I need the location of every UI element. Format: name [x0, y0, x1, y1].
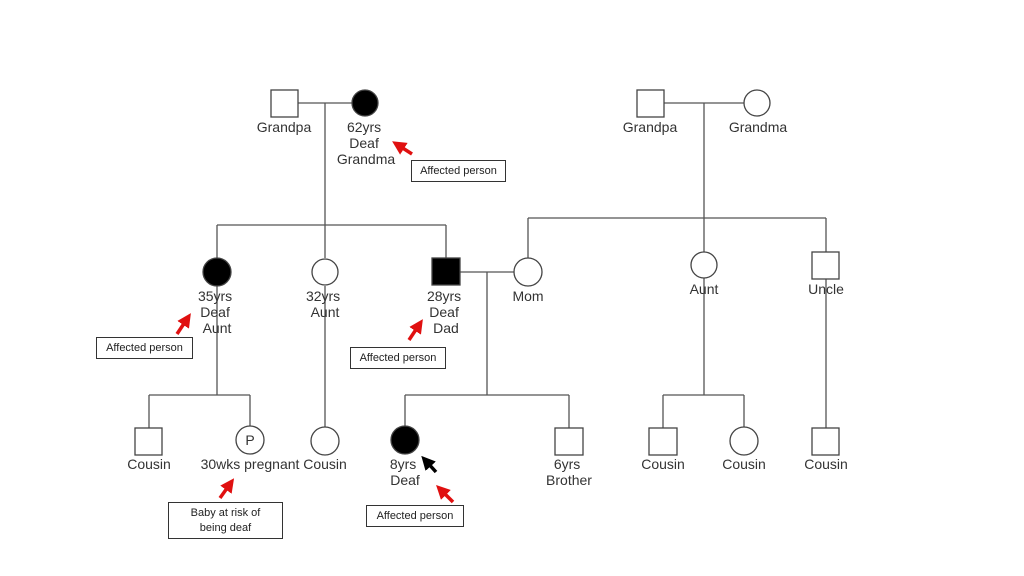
mat-grandma-symbol: [743, 89, 771, 117]
pat-grandma-label: 62yrs Deaf Grandma: [337, 119, 396, 167]
grandma-annotation-arrow: [392, 141, 413, 156]
mat-grandma-label: Grandma: [729, 119, 788, 135]
dad-symbol: [431, 257, 461, 286]
pregnant-cousin-symbol: [235, 425, 265, 455]
proband-annotation-arrow: [436, 485, 455, 504]
dad-affected-note: Affected person: [350, 347, 446, 369]
cousin3-symbol: [648, 427, 678, 456]
proband-label: 8yrs Deaf: [390, 456, 420, 488]
aunt-affected-note: Affected person: [96, 337, 193, 359]
pat-grandpa-label: Grandpa: [257, 119, 312, 135]
aunt-annotation-arrow: [175, 313, 191, 335]
pat-aunt2-symbol: [311, 258, 339, 286]
cousin3-label: Cousin: [641, 456, 685, 472]
pat-aunt1-label: 35yrs Deaf Aunt: [198, 288, 236, 336]
mat-grandpa-symbol: [636, 89, 665, 118]
brother-label: 6yrs Brother: [546, 456, 592, 488]
cousin5-label: Cousin: [804, 456, 848, 472]
mat-aunt-label: Aunt: [690, 281, 719, 297]
mom-label: Mom: [512, 288, 543, 304]
cousin1-symbol: [134, 427, 163, 456]
proband-affected-note: Affected person: [366, 505, 464, 527]
pregnant-cousin-label: 30wks pregnant: [201, 456, 300, 472]
cousin4-label: Cousin: [722, 456, 766, 472]
cousin1-label: Cousin: [127, 456, 171, 472]
pat-grandma-symbol: [351, 89, 379, 117]
pat-aunt1-symbol: [202, 257, 232, 287]
baby-at-risk-note: Baby at risk of being deaf: [168, 502, 283, 539]
pregnancy-marker: P: [245, 432, 254, 448]
dad-label: 28yrs Deaf Dad: [427, 288, 465, 336]
mat-grandpa-label: Grandpa: [623, 119, 678, 135]
cousin2-symbol: [310, 426, 340, 456]
proband-symbol: [390, 425, 420, 455]
grandma-affected-note: Affected person: [411, 160, 506, 182]
brother-symbol: [554, 427, 584, 456]
baby-annotation-arrow: [218, 478, 235, 500]
dad-annotation-arrow: [407, 319, 423, 341]
pat-aunt2-label: 32yrs Aunt: [306, 288, 344, 320]
mom-symbol: [513, 257, 543, 287]
pat-grandpa-symbol: [270, 89, 299, 118]
mat-uncle-symbol: [811, 251, 840, 280]
mat-aunt-symbol: [690, 251, 718, 279]
proband-indicator-arrow: [421, 455, 438, 474]
cousin4-symbol: [729, 426, 759, 456]
mat-uncle-label: Uncle: [808, 281, 844, 297]
cousin5-symbol: [811, 427, 840, 456]
cousin2-label: Cousin: [303, 456, 347, 472]
